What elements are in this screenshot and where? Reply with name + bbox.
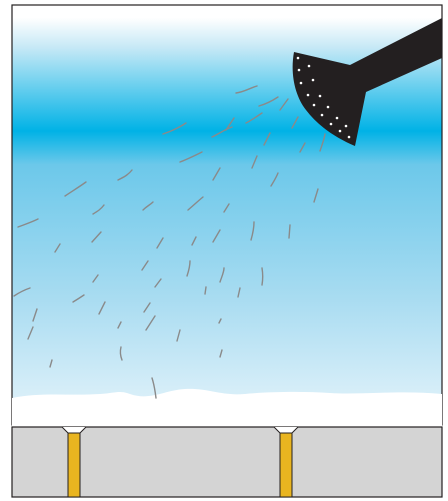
expansion-joint-left bbox=[68, 433, 80, 497]
snow-layer bbox=[12, 389, 442, 428]
expansion-joint-right bbox=[280, 433, 292, 497]
